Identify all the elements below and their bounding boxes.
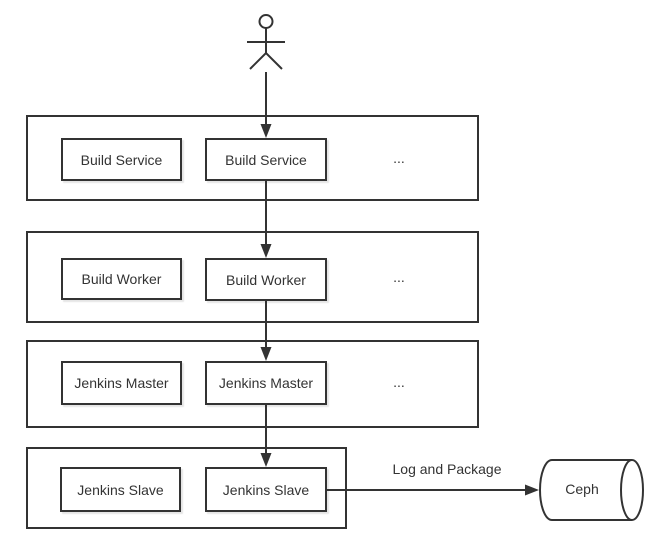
node-label: Jenkins Slave bbox=[77, 481, 164, 498]
tier-jenkins-slave bbox=[26, 447, 347, 529]
node-label: Build Worker bbox=[226, 271, 306, 288]
tier-jenkins-master-ellipsis: ... bbox=[393, 374, 405, 390]
node-label: Build Service bbox=[225, 151, 307, 168]
node-label: Build Service bbox=[80, 151, 163, 168]
tier-jenkins-master bbox=[26, 340, 479, 428]
node-jenkins-slave-1: Jenkins Slave bbox=[60, 467, 181, 512]
arrow-jenkins-slave-to-ceph bbox=[327, 484, 539, 496]
edge-label-log-and-package: Log and Package bbox=[392, 461, 502, 477]
node-label: Jenkins Slave bbox=[222, 481, 310, 498]
node-build-service-2: Build Service bbox=[205, 138, 327, 181]
node-build-service-1: Build Service bbox=[61, 138, 182, 181]
node-build-worker-2: Build Worker bbox=[205, 258, 327, 301]
datastore-label-ceph: Ceph bbox=[565, 481, 599, 497]
tier-build-service-ellipsis: ... bbox=[393, 150, 405, 166]
node-jenkins-slave-2: Jenkins Slave bbox=[205, 467, 327, 512]
node-jenkins-master-2: Jenkins Master bbox=[205, 361, 327, 405]
node-build-worker-1: Build Worker bbox=[61, 258, 182, 300]
tier-build-worker bbox=[26, 231, 479, 323]
actor-icon bbox=[247, 14, 285, 70]
node-label: Jenkins Master bbox=[74, 375, 169, 391]
node-jenkins-master-1: Jenkins Master bbox=[61, 361, 182, 405]
tier-build-worker-ellipsis: ... bbox=[393, 269, 405, 285]
node-label: Jenkins Master bbox=[218, 375, 314, 391]
tier-build-service bbox=[26, 115, 479, 201]
node-label: Build Worker bbox=[81, 271, 162, 287]
